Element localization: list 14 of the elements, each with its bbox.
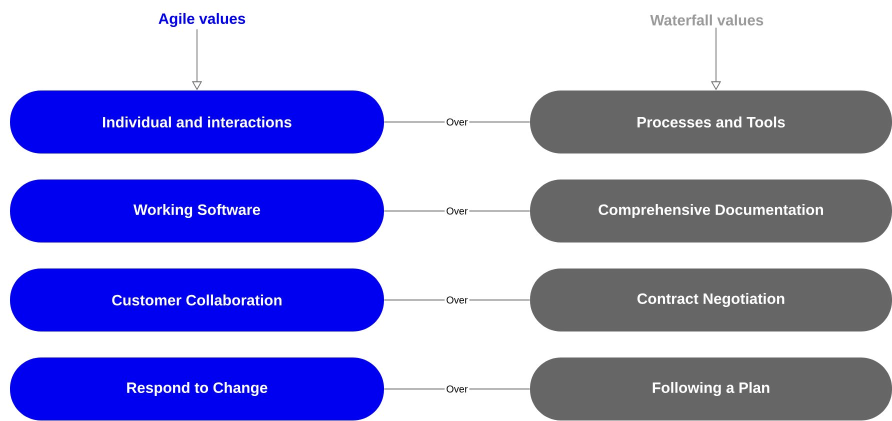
edge-label: Over: [444, 206, 470, 216]
value-pill: Working Software: [10, 180, 384, 242]
column-heading: Agile values: [158, 12, 246, 28]
value-pill: Comprehensive Documentation: [530, 180, 892, 242]
value-pill: Individual and interactions: [10, 90, 384, 154]
value-pill: Respond to Change: [10, 358, 384, 420]
value-pill: Contract Negotiation: [530, 268, 892, 332]
edge-label: Over: [444, 294, 470, 306]
edge-label: Over: [444, 116, 470, 128]
column-heading: Waterfall values: [650, 14, 764, 26]
value-pill: Processes and Tools: [530, 90, 892, 154]
edge-label: Over: [444, 384, 470, 394]
value-pill: Customer Collaboration: [10, 268, 384, 332]
value-pill: Following a Plan: [530, 358, 892, 420]
